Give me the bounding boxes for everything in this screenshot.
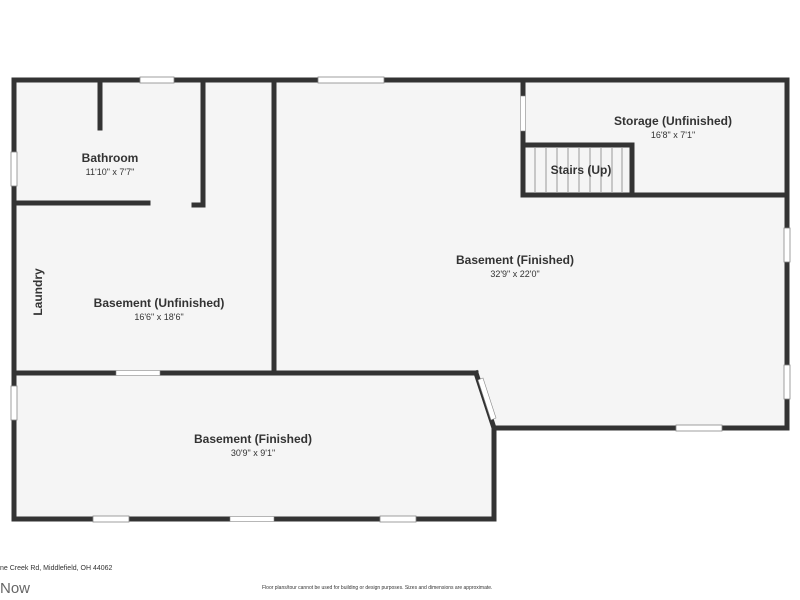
- doorways: [115, 95, 526, 522]
- window: [783, 364, 791, 400]
- basement-unfinished-label: Basement (Unfinished): [94, 296, 225, 310]
- window: [379, 515, 417, 523]
- window: [783, 227, 791, 263]
- basement-finished-lower-dims: 30'9" x 9'1": [231, 448, 275, 458]
- floor-lower: [14, 373, 494, 519]
- address-text: ne Creek Rd, Middlefield, OH 44062: [0, 565, 113, 572]
- windows: [10, 76, 791, 523]
- stair-treads: [534, 147, 623, 193]
- storage-dims: 16'8" x 7'1": [651, 130, 695, 140]
- basement-finished-main-label: Basement (Finished): [456, 253, 574, 267]
- brand-logo-text: Now: [0, 580, 31, 597]
- basement-finished-main-dims: 32'9" x 22'0": [490, 269, 539, 279]
- basement-unfinished-dims: 16'6" x 18'6": [134, 312, 183, 322]
- window: [317, 76, 385, 84]
- stairs-label: Stairs (Up): [551, 163, 612, 177]
- floor-main: [276, 80, 787, 428]
- floor-left-upper: [14, 80, 276, 373]
- wall-bathroom-right: [191, 77, 206, 208]
- bathroom-dims: 11'10" x 7'7": [86, 167, 135, 177]
- bathroom-label: Bathroom: [82, 151, 139, 165]
- floor-fill: [14, 80, 787, 519]
- window: [10, 385, 18, 421]
- window: [92, 515, 130, 523]
- disclaimer-text: Floor plans/tour cannot be used for buil…: [262, 585, 493, 591]
- doorway: [520, 95, 526, 132]
- window: [675, 424, 723, 432]
- doorway: [115, 370, 161, 376]
- doorway-angled: [477, 377, 497, 421]
- window: [10, 151, 18, 187]
- window: [139, 76, 175, 84]
- laundry-label: Laundry: [31, 268, 45, 316]
- basement-finished-lower-label: Basement (Finished): [194, 432, 312, 446]
- storage-label: Storage (Unfinished): [614, 114, 732, 128]
- doorway: [229, 516, 275, 522]
